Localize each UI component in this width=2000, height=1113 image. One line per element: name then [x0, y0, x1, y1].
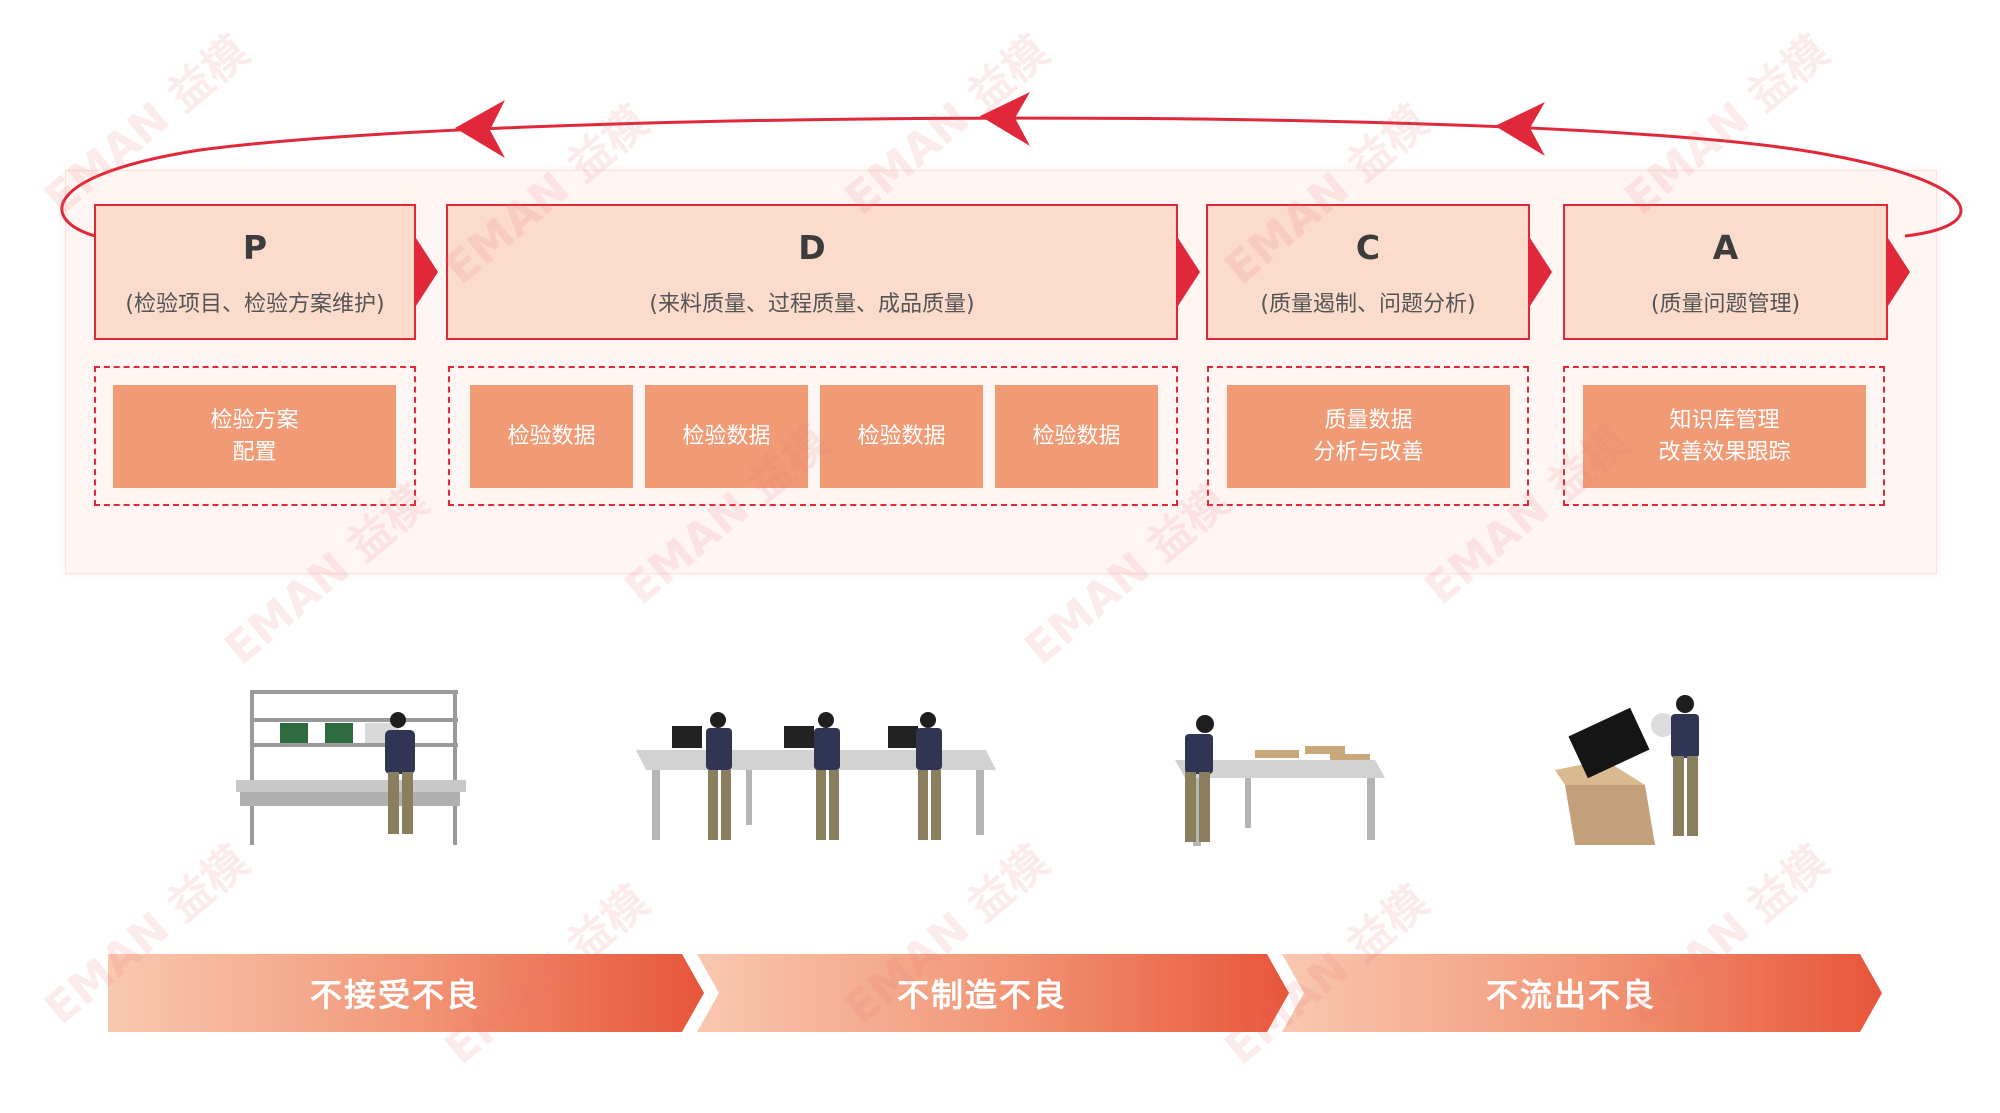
packing-inspection-illustration: [1175, 715, 1385, 846]
phase-letter: D: [798, 228, 826, 267]
phase-check: C (质量遏制、问题分析): [1206, 204, 1530, 340]
phase-letter: A: [1712, 228, 1739, 267]
loop-arrowhead-1: [455, 100, 505, 158]
phase-act: A (质量问题管理): [1563, 204, 1888, 340]
phase-desc: (来料质量、过程质量、成品质量): [649, 292, 975, 317]
banner-step-2: 不制造不良: [896, 976, 1067, 1014]
phase-arrow-icon: [1530, 238, 1552, 306]
phase-letter: C: [1355, 228, 1381, 267]
phase-desc: (质量问题管理): [1650, 292, 1801, 317]
workbench-inspection-illustration: [236, 690, 466, 845]
phase-arrow-icon: [1888, 238, 1910, 306]
plan-group: [94, 366, 416, 506]
banner-step-3: 不流出不良: [1485, 976, 1656, 1014]
do-box-3: 检验数据: [820, 385, 983, 488]
loop-arrowhead-3: [1495, 102, 1545, 156]
check-box: 质量数据 分析与改善: [1227, 385, 1510, 488]
inspection-team-illustration: [636, 712, 996, 840]
box-line: 分析与改善: [1313, 439, 1424, 465]
box-line: 改善效果跟踪: [1658, 439, 1791, 465]
shipping-inspection-illustration: [1555, 695, 1699, 845]
phase-arrow-icon: [416, 238, 438, 306]
box-line: 检验数据: [507, 423, 596, 449]
box-line: 检验数据: [682, 423, 771, 449]
phase-arrow-icon: [1178, 238, 1200, 306]
box-line: 配置: [232, 439, 277, 465]
box-line: 检验数据: [1032, 423, 1121, 449]
box-line: 检验数据: [857, 423, 946, 449]
do-group: [448, 366, 1178, 506]
phase-desc: (质量遏制、问题分析): [1260, 292, 1476, 317]
box-line: 检验方案: [210, 407, 299, 433]
act-group: [1563, 366, 1885, 506]
act-box: 知识库管理 改善效果跟踪: [1583, 385, 1866, 488]
box-line: 知识库管理: [1669, 407, 1780, 433]
do-box-4: 检验数据: [995, 385, 1158, 488]
box-line: 质量数据: [1324, 407, 1413, 433]
banner-step-1: 不接受不良: [309, 976, 480, 1014]
plan-box: 检验方案 配置: [113, 385, 396, 488]
phase-letter: P: [242, 228, 268, 267]
cycle-loop-arrow: [60, 92, 1963, 238]
phase-plan: P (检验项目、检验方案维护): [94, 204, 416, 340]
loop-arrowhead-2: [980, 92, 1030, 146]
phase-desc: (检验项目、检验方案维护): [125, 292, 385, 317]
phase-do: D (来料质量、过程质量、成品质量): [446, 204, 1178, 340]
do-box-1: 检验数据: [470, 385, 633, 488]
do-box-2: 检验数据: [645, 385, 808, 488]
check-group: [1207, 366, 1529, 506]
